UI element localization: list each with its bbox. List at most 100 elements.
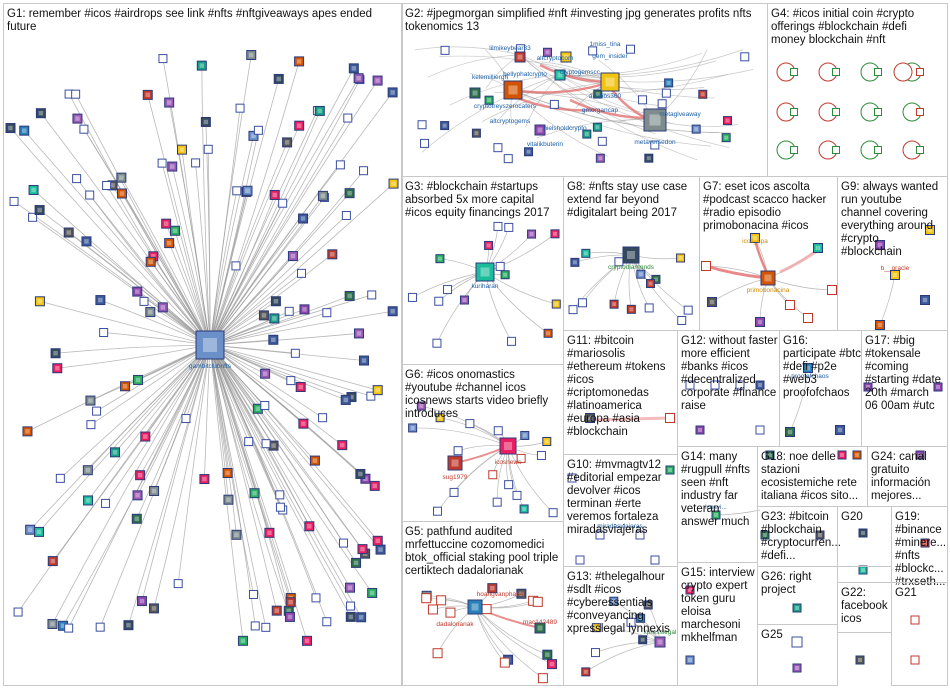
node-avatar[interactable] bbox=[339, 538, 349, 548]
node-avatar[interactable] bbox=[685, 380, 695, 390]
node-avatar[interactable] bbox=[176, 144, 187, 155]
node-avatar[interactable] bbox=[223, 494, 234, 505]
node-avatar[interactable] bbox=[443, 285, 453, 295]
node-avatar[interactable] bbox=[890, 270, 900, 280]
node-avatar[interactable] bbox=[358, 355, 369, 366]
node-avatar[interactable] bbox=[285, 597, 296, 608]
node-avatar[interactable] bbox=[169, 225, 180, 236]
node-avatar[interactable] bbox=[246, 50, 257, 61]
node-avatar[interactable] bbox=[354, 328, 365, 339]
node-avatar[interactable] bbox=[344, 290, 355, 301]
node-avatar[interactable] bbox=[597, 136, 607, 146]
node-avatar[interactable] bbox=[284, 306, 294, 316]
node-avatar[interactable] bbox=[260, 400, 270, 410]
node-avatar[interactable] bbox=[282, 137, 293, 148]
node-avatar[interactable] bbox=[199, 474, 210, 485]
node-avatar[interactable] bbox=[499, 657, 510, 668]
node-avatar[interactable] bbox=[435, 254, 445, 264]
node-avatar[interactable] bbox=[837, 450, 847, 460]
node-avatar[interactable] bbox=[408, 423, 418, 433]
node-avatar[interactable] bbox=[85, 395, 96, 406]
node-avatar[interactable] bbox=[109, 447, 120, 458]
node-avatar[interactable] bbox=[102, 181, 112, 191]
node-avatar[interactable] bbox=[237, 635, 248, 646]
node-avatar[interactable] bbox=[550, 229, 560, 239]
node-avatar[interactable] bbox=[832, 108, 840, 116]
node-avatar[interactable] bbox=[346, 601, 356, 611]
node-avatar[interactable] bbox=[13, 607, 23, 617]
node-avatar[interactable] bbox=[916, 108, 924, 116]
node-avatar[interactable] bbox=[626, 304, 636, 314]
node-avatar[interactable] bbox=[387, 87, 398, 98]
node-avatar[interactable] bbox=[369, 480, 380, 491]
node-avatar[interactable] bbox=[755, 425, 765, 435]
node-avatar[interactable] bbox=[242, 185, 253, 196]
node-avatar[interactable] bbox=[683, 305, 693, 315]
node-avatar[interactable] bbox=[164, 238, 175, 249]
node-avatar[interactable] bbox=[548, 508, 558, 518]
node-avatar[interactable] bbox=[792, 663, 802, 673]
node-avatar[interactable] bbox=[832, 146, 840, 154]
node-avatar[interactable] bbox=[83, 495, 94, 506]
node-avatar[interactable] bbox=[81, 236, 92, 247]
node-avatar[interactable] bbox=[790, 68, 798, 76]
node-avatar[interactable] bbox=[567, 473, 577, 483]
node-avatar[interactable] bbox=[375, 544, 386, 555]
node-avatar[interactable] bbox=[467, 599, 483, 615]
node-avatar[interactable] bbox=[504, 480, 514, 490]
node-avatar[interactable] bbox=[269, 189, 280, 200]
node-avatar[interactable] bbox=[582, 129, 592, 139]
node-avatar[interactable] bbox=[484, 240, 494, 250]
node-avatar[interactable] bbox=[420, 138, 430, 148]
node-avatar[interactable] bbox=[432, 506, 442, 516]
node-avatar[interactable] bbox=[231, 261, 241, 271]
node-avatar[interactable] bbox=[92, 406, 102, 416]
node-avatar[interactable] bbox=[271, 605, 282, 616]
node-avatar[interactable] bbox=[493, 221, 503, 231]
node-avatar[interactable] bbox=[353, 73, 364, 84]
node-avatar[interactable] bbox=[235, 103, 245, 113]
node-avatar[interactable] bbox=[52, 363, 63, 374]
node-avatar[interactable] bbox=[581, 248, 591, 258]
node-avatar[interactable] bbox=[86, 420, 96, 430]
node-avatar[interactable] bbox=[609, 299, 619, 309]
node-avatar[interactable] bbox=[440, 45, 450, 55]
node-avatar[interactable] bbox=[301, 635, 312, 646]
node-avatar[interactable] bbox=[790, 146, 798, 154]
node-avatar[interactable] bbox=[82, 465, 93, 476]
node-avatar[interactable] bbox=[388, 178, 399, 189]
node-avatar[interactable] bbox=[503, 154, 513, 164]
node-avatar[interactable] bbox=[327, 249, 338, 260]
node-avatar[interactable] bbox=[554, 69, 566, 81]
node-avatar[interactable] bbox=[145, 307, 156, 318]
node-avatar[interactable] bbox=[64, 623, 74, 633]
node-avatar[interactable] bbox=[28, 212, 38, 222]
node-avatar[interactable] bbox=[135, 470, 146, 481]
node-avatar[interactable] bbox=[286, 376, 296, 386]
node-avatar[interactable] bbox=[9, 196, 19, 206]
node-avatar[interactable] bbox=[711, 510, 721, 520]
node-avatar[interactable] bbox=[514, 51, 526, 63]
node-avatar[interactable] bbox=[432, 648, 443, 659]
node-avatar[interactable] bbox=[440, 121, 450, 131]
node-avatar[interactable] bbox=[322, 308, 332, 318]
node-avatar[interactable] bbox=[832, 68, 840, 76]
node-avatar[interactable] bbox=[643, 108, 667, 132]
node-avatar[interactable] bbox=[698, 89, 708, 99]
node-avatar[interactable] bbox=[874, 68, 882, 76]
node-avatar[interactable] bbox=[910, 655, 920, 665]
node-avatar[interactable] bbox=[273, 73, 284, 84]
node-avatar[interactable] bbox=[387, 306, 398, 317]
node-avatar[interactable] bbox=[650, 140, 660, 150]
node-avatar[interactable] bbox=[459, 295, 469, 305]
node-avatar[interactable] bbox=[635, 530, 645, 540]
node-avatar[interactable] bbox=[372, 75, 383, 86]
node-avatar[interactable] bbox=[600, 72, 620, 92]
node-avatar[interactable] bbox=[427, 604, 438, 615]
node-avatar[interactable] bbox=[260, 368, 271, 379]
node-avatar[interactable] bbox=[664, 78, 674, 88]
node-avatar[interactable] bbox=[116, 172, 127, 183]
node-avatar[interactable] bbox=[644, 303, 654, 313]
node-avatar[interactable] bbox=[636, 613, 646, 623]
node-avatar[interactable] bbox=[367, 290, 377, 300]
